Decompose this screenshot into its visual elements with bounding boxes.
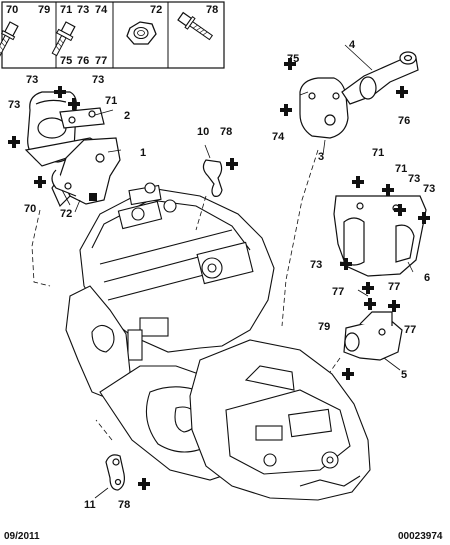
callout-71: 71 bbox=[372, 147, 384, 159]
bolt-marker-icon bbox=[34, 176, 46, 188]
legend-label: 79 bbox=[38, 4, 50, 16]
footer-reference: 00023974 bbox=[398, 531, 443, 542]
callout-71: 71 bbox=[395, 163, 407, 175]
legend-label: 70 bbox=[6, 4, 18, 16]
alignment-lines bbox=[31, 149, 341, 441]
bolt-marker-icon bbox=[68, 98, 80, 110]
legend-label: 72 bbox=[150, 4, 162, 16]
callout-1: 1 bbox=[140, 147, 146, 159]
hex-nut-icon bbox=[126, 21, 157, 45]
callout-6: 6 bbox=[424, 272, 430, 284]
legend-label: 71 bbox=[60, 4, 72, 16]
callout-70: 70 bbox=[24, 203, 36, 215]
callout-73: 73 bbox=[26, 74, 38, 86]
callout-72: 72 bbox=[60, 208, 72, 220]
footer-date: 09/2011 bbox=[4, 531, 40, 542]
bolt-marker-icon bbox=[396, 86, 408, 98]
bolt-marker-icon bbox=[342, 368, 354, 380]
bolt-marker-icon bbox=[226, 158, 238, 170]
callout-5: 5 bbox=[401, 369, 407, 381]
bolt-marker-icon bbox=[8, 136, 20, 148]
nut-marker-icon bbox=[89, 193, 97, 201]
legend-label: 78 bbox=[206, 4, 218, 16]
bolt-marker-icon bbox=[138, 478, 150, 490]
flange-bolt-icon bbox=[0, 21, 19, 58]
bolt-marker-icon bbox=[280, 104, 292, 116]
bracket-11 bbox=[105, 454, 125, 491]
leader-lines bbox=[61, 44, 414, 499]
callout-78: 78 bbox=[220, 126, 232, 138]
legend-label: 75 bbox=[60, 55, 72, 67]
callout-73: 73 bbox=[408, 173, 420, 185]
gearbox bbox=[189, 339, 371, 501]
callout-77: 77 bbox=[332, 286, 344, 298]
fastener-legend: 70 79 71 73 74 75 76 77 72 78 bbox=[0, 1, 225, 69]
callout-73: 73 bbox=[310, 259, 322, 271]
bolt-marker-icon bbox=[394, 204, 406, 216]
callout-10: 10 bbox=[197, 126, 209, 138]
legend-label: 76 bbox=[77, 55, 89, 67]
legend-label: 73 bbox=[77, 4, 89, 16]
callout-2: 2 bbox=[124, 110, 130, 122]
bolt-markers bbox=[8, 58, 430, 490]
callout-11: 11 bbox=[84, 499, 96, 511]
callout-78: 78 bbox=[118, 499, 130, 511]
bolt-marker-icon bbox=[362, 282, 374, 294]
bolt-marker-icon bbox=[54, 86, 66, 98]
callout-75: 75 bbox=[287, 53, 299, 65]
bracket-10 bbox=[202, 159, 223, 197]
bolt-marker-icon bbox=[418, 212, 430, 224]
bolt-marker-icon bbox=[364, 298, 376, 310]
right-upper-mount bbox=[299, 51, 419, 139]
legend-label: 74 bbox=[95, 4, 108, 16]
washer-bolt-icon bbox=[51, 21, 76, 57]
callout-3: 3 bbox=[318, 151, 324, 163]
callout-73: 73 bbox=[423, 183, 435, 195]
bolt-marker-icon bbox=[352, 176, 364, 188]
callout-77: 77 bbox=[404, 324, 416, 336]
bolt-marker-icon bbox=[382, 184, 394, 196]
bolt-marker-icon bbox=[340, 258, 352, 270]
callout-77: 77 bbox=[388, 281, 400, 293]
callout-76: 76 bbox=[398, 115, 410, 127]
callout-71: 71 bbox=[105, 95, 117, 107]
callout-79: 79 bbox=[318, 321, 330, 333]
right-mount-body bbox=[333, 195, 427, 277]
legend-label: 77 bbox=[95, 55, 107, 67]
callout-74: 74 bbox=[272, 131, 285, 143]
left-engine-mount bbox=[24, 91, 121, 208]
callout-73: 73 bbox=[92, 74, 104, 86]
bolt-marker-icon bbox=[284, 58, 296, 70]
flange-bolt-icon bbox=[177, 11, 214, 41]
callout-73: 73 bbox=[8, 99, 20, 111]
callout-4: 4 bbox=[349, 39, 356, 51]
callouts: 73 73 73 71 2 1 70 72 10 78 75 4 74 76 3… bbox=[8, 39, 435, 511]
lower-right-mount bbox=[343, 311, 403, 361]
bolt-marker-icon bbox=[388, 300, 400, 312]
